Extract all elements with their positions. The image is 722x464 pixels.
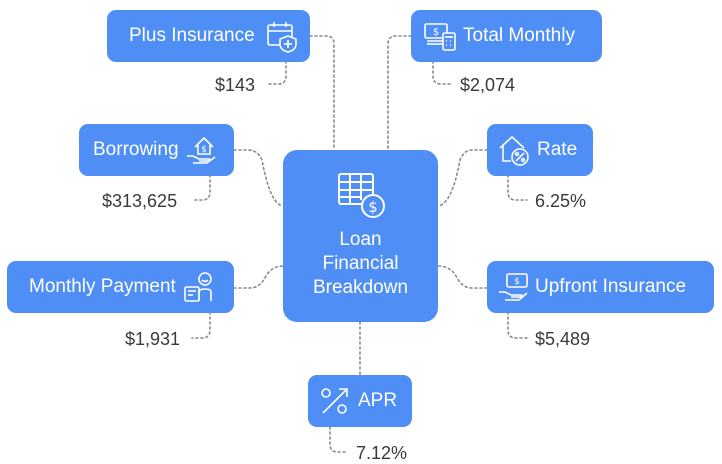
node-rate: Rate xyxy=(487,124,593,176)
node-label: Rate xyxy=(537,139,578,160)
svg-text:$: $ xyxy=(514,277,520,287)
node-label: Upfront Insurance xyxy=(535,276,687,297)
hand-money-icon: $ xyxy=(497,270,531,304)
table-dollar-icon: $ xyxy=(335,170,387,222)
central-title-line: Loan xyxy=(339,229,382,250)
node-plus-insurance: Plus Insurance xyxy=(107,10,310,62)
central-topic: $ Loan Financial Breakdown xyxy=(283,150,438,322)
node-monthly-payment: Monthly Payment xyxy=(7,261,234,313)
node-value: $5,489 xyxy=(535,329,591,349)
money-calculator-icon: $ xyxy=(423,19,457,53)
calendar-shield-icon xyxy=(265,19,299,53)
central-title-line: Breakdown xyxy=(312,277,409,298)
node-value: 6.25% xyxy=(535,191,587,211)
percent-arrow-icon xyxy=(318,384,352,418)
node-upfront-insurance: $ Upfront Insurance xyxy=(487,261,714,313)
node-apr: APR xyxy=(308,375,412,427)
person-payment-icon xyxy=(182,270,216,304)
node-label: Total Monthly xyxy=(463,25,575,46)
node-value: $2,074 xyxy=(460,75,516,95)
central-title: Loan Financial Breakdown xyxy=(313,228,408,300)
node-value: $1,931 xyxy=(125,329,181,349)
node-borrowing: Borrowing $ xyxy=(79,124,234,176)
node-label: Monthly Payment xyxy=(29,276,176,297)
node-label: Plus Insurance xyxy=(129,25,255,46)
node-value: $313,625 xyxy=(102,191,178,211)
svg-text:$: $ xyxy=(201,145,207,155)
house-hand-icon: $ xyxy=(185,133,219,167)
central-title-line: Financial xyxy=(322,253,399,274)
node-label: Borrowing xyxy=(93,139,179,160)
node-value: 7.12% xyxy=(356,443,408,463)
node-value: $143 xyxy=(215,75,256,95)
node-label: APR xyxy=(358,390,398,411)
node-total-monthly: $ Total Monthly xyxy=(411,10,602,62)
svg-text:$: $ xyxy=(433,27,439,38)
svg-text:$: $ xyxy=(368,198,378,216)
house-percent-icon xyxy=(497,133,531,167)
